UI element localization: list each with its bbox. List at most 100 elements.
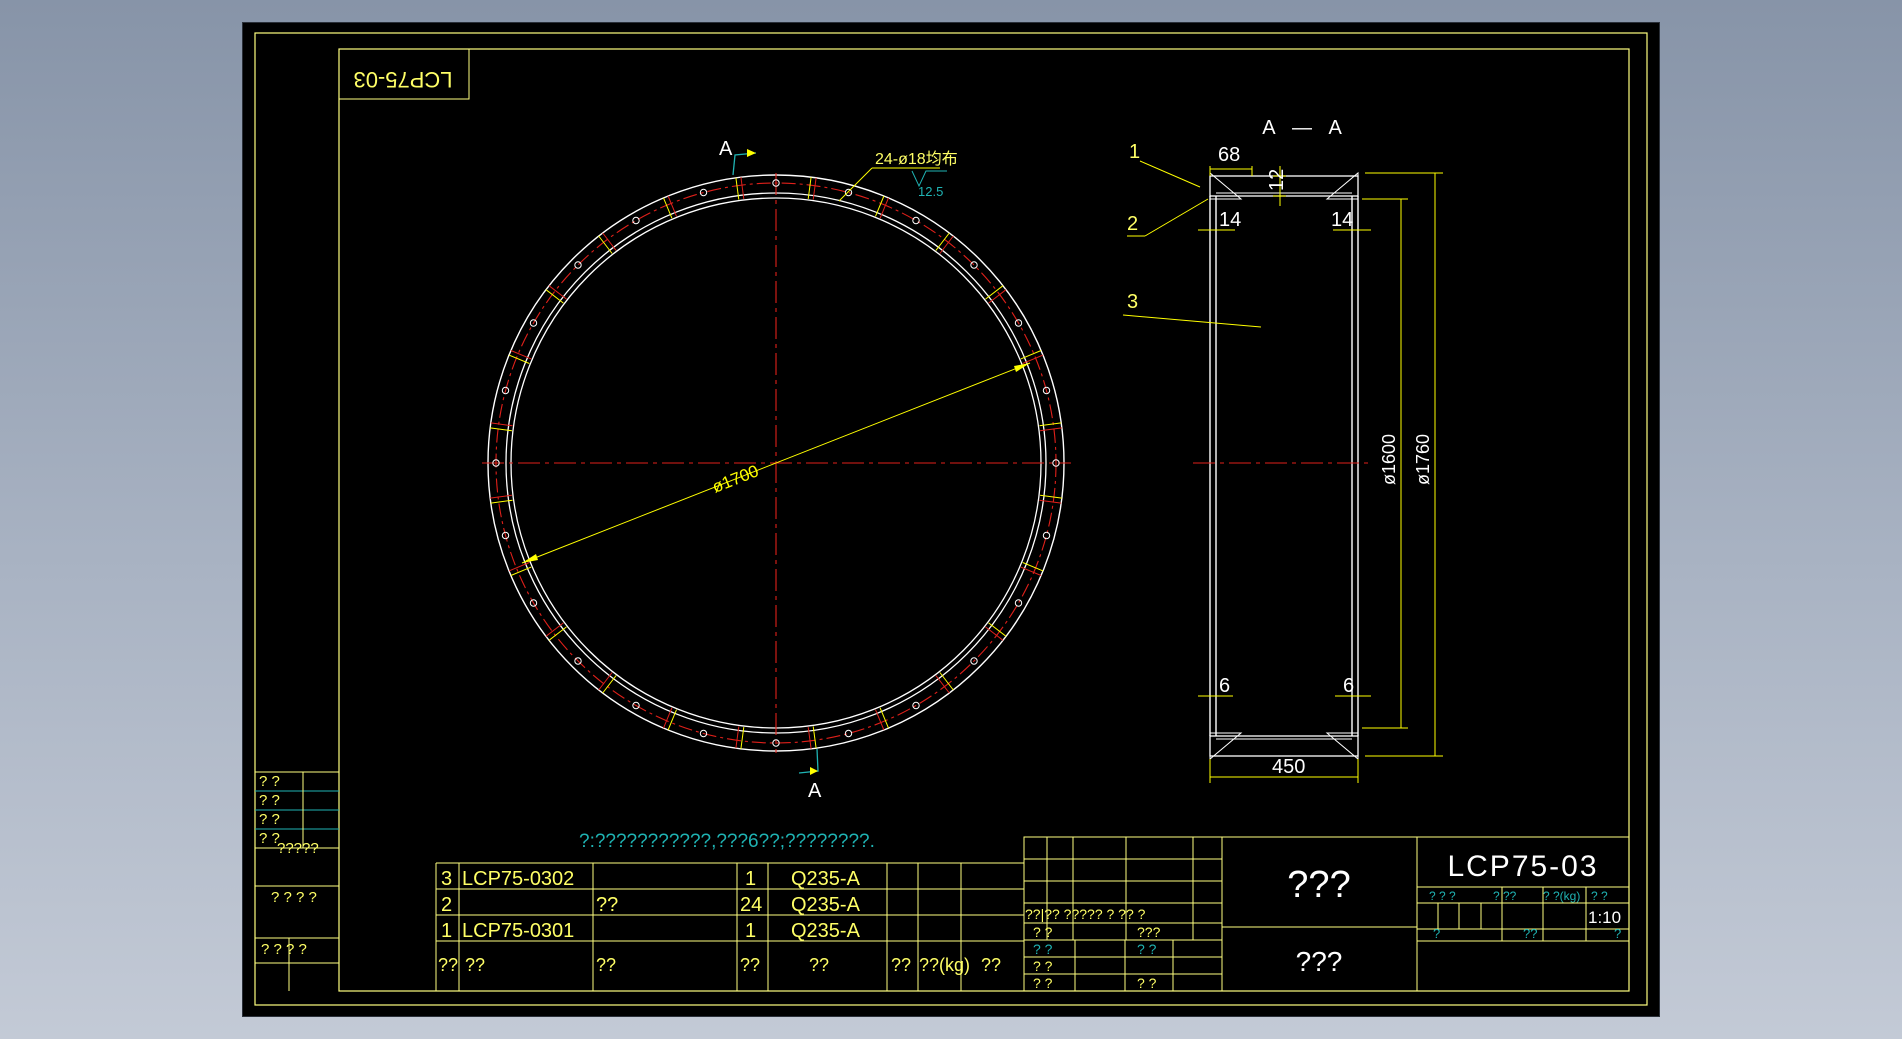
bolt-holes: [492, 179, 1060, 747]
approval-3: ? ?: [1033, 958, 1053, 974]
dia-dim-line: [521, 362, 1031, 564]
gusset-rib: [985, 285, 1004, 300]
bolt-hole: [632, 701, 640, 710]
gusset-rib: [740, 177, 745, 199]
gusset-rib: [985, 626, 1004, 641]
bolt-hole: [1042, 531, 1051, 540]
holes-note: 24-ø18均布: [875, 150, 958, 168]
side-row-5: ?????: [277, 840, 319, 857]
side-row-4: ? ?: [259, 830, 280, 847]
gusset-rib: [935, 232, 950, 251]
bolt-hole: [772, 179, 780, 187]
dim-12: 12: [1266, 169, 1288, 191]
tech-note: ?:???????????,???6??;????????.: [579, 831, 875, 852]
approval-mid-3: ? ?: [1137, 975, 1157, 991]
gusset-rib: [735, 726, 740, 749]
gusset-rib: [875, 709, 885, 731]
bolt-hole: [1014, 599, 1023, 607]
section-title: A — A: [1262, 117, 1348, 139]
bolt-hole: [492, 459, 500, 467]
bom-head-note: ??: [981, 955, 1001, 975]
inner-frame: [338, 48, 1630, 992]
bolt-hole: [844, 729, 853, 738]
gusset-rib: [490, 494, 512, 499]
bolt-hole: [574, 261, 582, 269]
gusset-rib: [545, 289, 564, 304]
gusset-rib: [1020, 350, 1042, 360]
bottom-marks: ? ?? ?: [1433, 926, 1621, 941]
gusset-rib: [879, 707, 889, 729]
gusset-rib: [510, 350, 532, 360]
bom-table: [435, 862, 1024, 991]
scale-row-2: ? ??: [1493, 889, 1517, 903]
bom-row-2-material: Q235-A: [791, 894, 861, 916]
gusset-rib: [602, 675, 617, 694]
bom-row-2-name: ??: [596, 894, 618, 916]
callout-1: 1: [1129, 141, 1140, 163]
scale-value: 1:10: [1588, 908, 1621, 927]
cad-drawing-viewport[interactable]: LCP75-03 ? ? ? ? ? ? ? ? ????? ? ? ? ? ?…: [243, 23, 1659, 1016]
title-sign-row: ??|?? ????? ? ?? ?: [1025, 906, 1146, 922]
gusset-ribs: [490, 177, 1062, 749]
side-bottom-1: ? ? ? ?: [271, 889, 317, 906]
side-row-3: ? ?: [259, 811, 280, 828]
gusset-rib: [879, 197, 889, 219]
gusset-rib: [1040, 494, 1062, 499]
bolt-hole: [529, 319, 538, 327]
bom-row-3-no: 1: [441, 920, 452, 942]
gusset-rib: [988, 289, 1007, 304]
approval-2: ? ?: [1033, 941, 1053, 957]
gusset-rib: [602, 232, 617, 251]
bom-row-3-code: LCP75-0301: [462, 920, 574, 942]
callout-3: 3: [1127, 291, 1138, 313]
gusset-rib: [667, 195, 677, 217]
section-mark-bottom-line: [798, 748, 819, 774]
bolt-hole: [632, 216, 640, 225]
gusset-rib: [740, 727, 745, 749]
callout-2: 2: [1127, 213, 1138, 235]
outer-frame: [254, 32, 1648, 1006]
gusset-rib: [545, 622, 564, 637]
section-mark-bottom-arrow: [810, 767, 818, 775]
bom-row-1-code: LCP75-0302: [462, 868, 574, 890]
roughness-symbol: [911, 170, 947, 188]
bom-row-3-material: Q235-A: [791, 920, 861, 942]
dia-label: ø1700: [710, 461, 762, 496]
bom-row-2-qty: 24: [740, 894, 762, 916]
gusset-rib: [548, 626, 567, 641]
bom-row-3-qty: 1: [745, 920, 756, 942]
gusset-rib: [812, 726, 817, 749]
gusset-rib: [598, 672, 613, 691]
mark-b: ??: [1523, 926, 1537, 941]
dim-1600: ø1600: [1379, 434, 1399, 485]
drawing-code: LCP75-03: [1447, 850, 1598, 883]
dim-14-right: 14: [1331, 209, 1353, 231]
section-mark-top-line: [732, 152, 757, 176]
bolt-hole: [912, 701, 920, 710]
bolt-hole: [574, 657, 582, 665]
gusset-rib: [807, 727, 812, 749]
bom-head-code: ??: [465, 955, 485, 975]
scale-row-4: ? ?: [1591, 889, 1608, 903]
gusset-rib: [508, 354, 530, 364]
roughness-value: 12.5: [918, 184, 943, 199]
approval-4: ? ?: [1033, 975, 1053, 991]
gusset-rib: [663, 197, 673, 219]
bolt-hole: [970, 657, 978, 665]
gusset-rib: [1039, 499, 1062, 504]
holes-leader: [838, 167, 873, 202]
gusset-rib: [1022, 562, 1044, 572]
gusset-rib: [490, 422, 513, 427]
approval-1: ? ?: [1033, 924, 1053, 940]
dim-1760: ø1760: [1413, 434, 1433, 485]
gusset-rib: [598, 235, 613, 254]
dim-68: 68: [1218, 144, 1240, 166]
bom-head-material: ??: [809, 955, 829, 975]
mark-a: ?: [1433, 926, 1440, 941]
side-bottom-2: ? ? ? ?: [261, 941, 307, 958]
gusset-rib: [1040, 427, 1062, 432]
bolt-hole: [912, 216, 920, 225]
bolt-hole: [844, 188, 853, 197]
bom-row-1-qty: 1: [745, 868, 756, 890]
gusset-rib: [875, 195, 885, 217]
